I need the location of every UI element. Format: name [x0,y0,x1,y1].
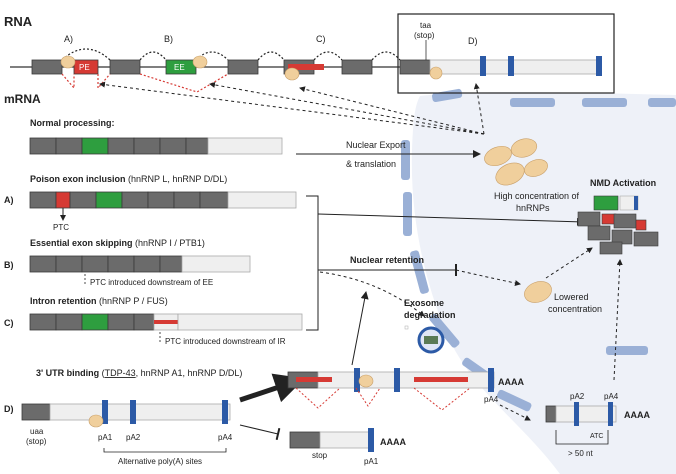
lowered-label-2: concentration [548,304,602,314]
lowered-arrow [455,269,521,286]
nmd-aaaa: AAAA [624,410,650,420]
tdp43-protein [88,414,104,428]
ptc-label: PTC [53,223,69,232]
normal-title: Normal processing: [30,118,115,128]
exosome-core [424,336,438,344]
nmd-arrow [317,213,585,226]
hnrnp-proteins-rna [60,55,443,81]
long-pa4: pA4 [484,395,499,404]
intron-title: Intron retention (hnRNP P / FUS) [30,296,168,306]
ee-label: EE [174,63,185,72]
rna-label-c: C) [316,34,326,44]
high-concentration-label-1: High concentration of [494,191,580,201]
alt-pa-bracket [103,448,227,453]
hnrnp-lowered [524,281,552,303]
abc-bracket [306,195,319,331]
utr-title: 3' UTR binding (TDP-43, hnRNP A1, hnRNP … [36,368,242,378]
splice-arcs-normal [61,48,401,61]
rna-label-a: A) [64,34,73,44]
long-isoform [287,368,495,392]
short-isoform [289,428,374,452]
utr-label: D) [4,404,14,414]
nmd-isoform [545,402,617,426]
exosome-label-1: Exosome [404,298,444,308]
nmd-label: NMD Activation [590,178,656,188]
normal-mrna [29,137,283,155]
rna-label-d: D) [468,36,478,46]
pa1-label: pA1 [98,433,113,442]
exosome-label-2: degradation [404,310,456,320]
high-concentration-label-2: hnRNPs [516,203,550,213]
nuclear-retention-label: Nuclear retention [350,255,424,265]
poison-label: A) [4,195,14,205]
gt50-label: > 50 nt [568,449,593,458]
poison-mrna [29,191,297,209]
uaa-label: uaa [30,427,44,436]
taa-label: taa [420,21,432,30]
skip-title: Essential exon skipping (hnRNP I / PTB1) [30,238,205,248]
uaa-stop-label: (stop) [26,437,47,446]
intron-label: C) [4,318,14,328]
rna-exons [31,56,602,76]
long-isoform-protein [358,374,374,388]
short-stop: stop [312,451,328,460]
nmd-pa2: pA2 [570,392,585,401]
long-isoform-splice [295,387,471,411]
mrna-section-title: mRNA [4,92,41,106]
lowered-label-1: Lowered [554,292,589,302]
exosome-fragment [404,325,409,330]
pa4-label: pA4 [218,433,233,442]
binding-arrows [99,81,485,135]
utr-mrna [21,400,231,424]
intron-mrna [29,313,303,331]
long-to-retention-arrow [351,291,369,366]
long-aaaa: AAAA [498,377,524,387]
poison-title: Poison exon inclusion (hnRNP L, hnRNP D/… [30,174,227,184]
taa-stop-label: (stop) [414,31,435,40]
skip-label: B) [4,260,14,270]
inhibit-short-line [239,424,281,441]
short-pa1: pA1 [364,457,379,466]
atc-label: ATC [590,433,603,440]
intron-ptc-label: PTC introduced downstream of IR [165,337,286,346]
exosome-arrow [319,271,425,317]
export-label-2: & translation [346,159,396,169]
gt50-bracket [555,430,609,445]
pe-label: PE [79,63,90,72]
export-label-1: Nuclear Export [346,140,406,150]
hnrnp-cluster [484,138,548,186]
pa4-to-nmd-arrow [613,259,623,381]
short-aaaa: AAAA [380,437,406,447]
utr-box [397,13,615,94]
nmd-pa4: pA4 [604,392,619,401]
splice-arcs-alternative [61,73,229,93]
alt-pa-label: Alternative poly(A) sites [118,457,202,466]
nmd-fragments [577,195,659,255]
rna-section-title: RNA [4,14,33,29]
skip-mrna [29,255,251,273]
pa2-label: pA2 [126,433,141,442]
skip-ptc-label: PTC introduced downstream of EE [90,278,213,287]
rna-label-b: B) [164,34,173,44]
